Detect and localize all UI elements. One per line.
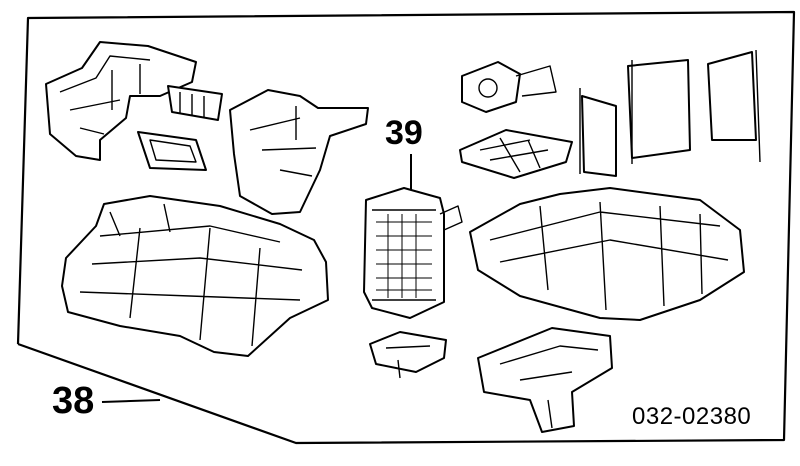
heater-core-part: [363, 187, 463, 319]
leader-line-38: [101, 399, 161, 403]
callout-39: 39: [385, 114, 423, 152]
actuator-part: [461, 61, 557, 113]
vent-frame-part: [137, 131, 207, 171]
upper-duct-part: [45, 41, 197, 161]
assembly-frame: [16, 10, 796, 445]
lower-case-part: [469, 187, 745, 321]
filter-grid-part: [459, 129, 573, 179]
bracket-part: [369, 331, 447, 379]
mode-door-part: [229, 89, 369, 215]
heater-case-part: [61, 195, 329, 357]
callout-38: 38: [52, 380, 95, 422]
grille-part: [167, 85, 223, 121]
diagram-code: 032-02380: [632, 403, 752, 430]
door-panel-part: [579, 49, 761, 177]
blower-housing-part: [477, 327, 613, 433]
